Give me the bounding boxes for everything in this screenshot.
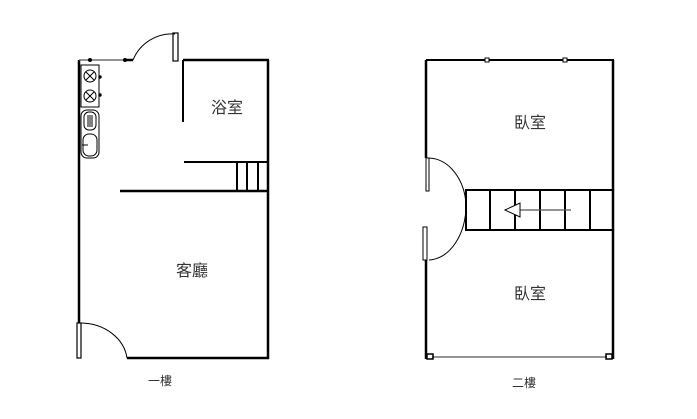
floor-label-first: 一樓 [148,373,172,388]
room-label-bedroom-top: 臥室 [514,113,546,132]
second-floor-plan [422,57,615,360]
door-swing [428,157,467,261]
floor-label-second: 二樓 [512,375,536,390]
stove-icon [80,64,102,108]
back-door [76,322,82,359]
window-marker [484,57,490,63]
entry-door-swing [132,33,176,61]
back-door-swing [80,322,128,359]
room-label-living-room: 客廳 [176,261,208,280]
arrow-head-icon [503,202,521,218]
window-marker [88,58,92,62]
first-floor-plan [76,32,270,360]
entry-door [172,32,179,62]
window-marker [605,353,613,360]
room-label-bedroom-bottom: 臥室 [514,284,546,303]
window-marker [562,57,568,63]
door [425,157,430,192]
room-label-bathroom: 浴室 [211,98,243,117]
door [422,226,428,261]
sink-icon [80,109,100,159]
window-marker [426,353,434,360]
